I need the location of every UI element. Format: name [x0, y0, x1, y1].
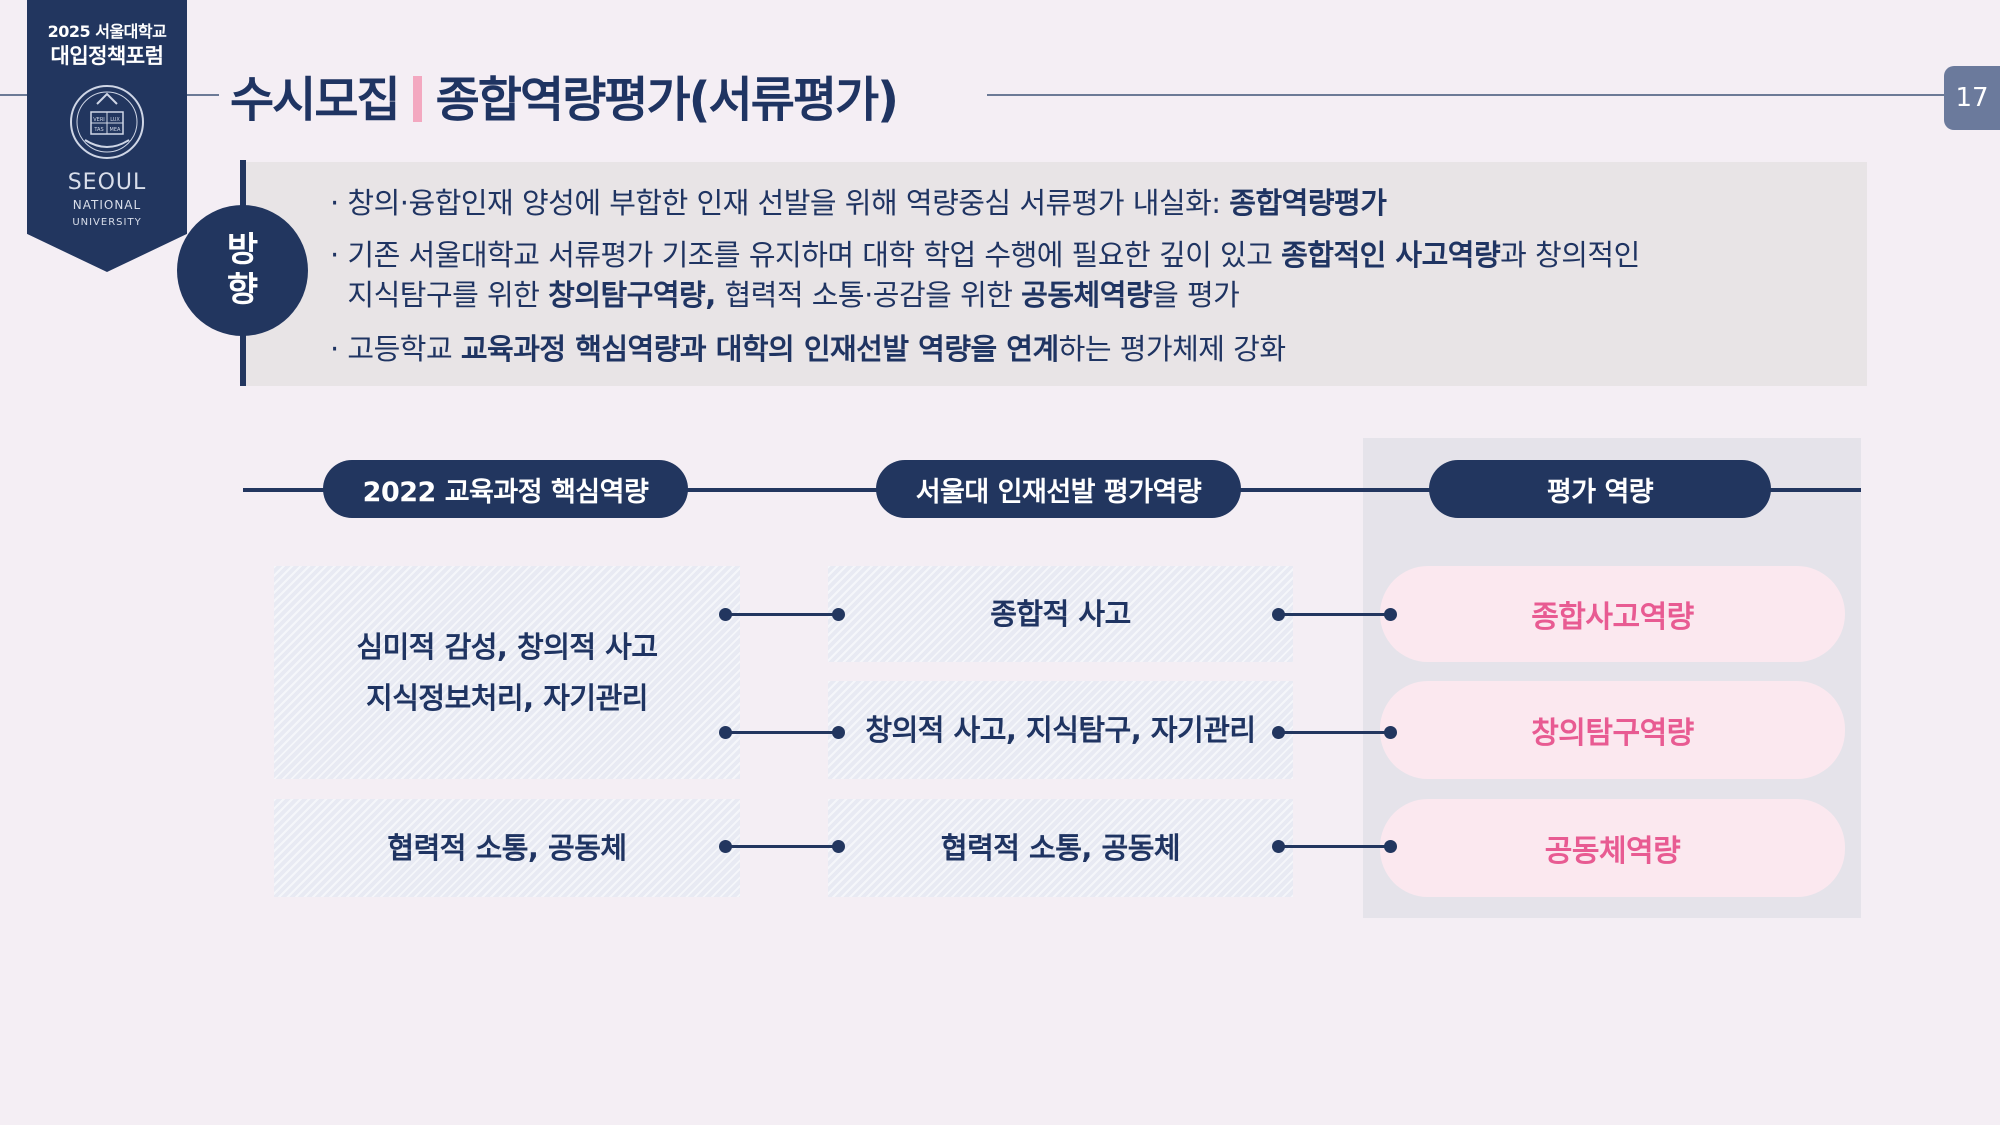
- connector-dot: [1272, 608, 1285, 621]
- direction-label-circle: 방 향: [177, 205, 308, 336]
- bullet-2-post: 과 창의적인: [1500, 238, 1640, 272]
- title-main: 수시모집: [230, 72, 401, 128]
- connector-dot: [1272, 726, 1285, 739]
- header-curriculum-competency: 2022 교육과정 핵심역량: [323, 460, 688, 518]
- bullet-1-text: · 창의·융합인재 양성에 부합한 인재 선발을 위해 역량중심 서류평가 내실…: [330, 186, 1230, 220]
- bullet-2c-mid: 협력적 소통·공감을 위한: [715, 278, 1022, 312]
- comprehensive-thinking-competency: 종합사고역량: [1380, 566, 1845, 662]
- connector-dot: [832, 726, 845, 739]
- direction-bullet-3: · 고등학교 교육과정 핵심역량과 대학의 인재선발 역량을 연계하는 평가체제…: [330, 326, 1286, 368]
- direction-label-bottom: 향: [226, 269, 259, 310]
- title-rule-right: [987, 94, 1945, 96]
- curriculum-cell-1-line1: 심미적 감성, 창의적 사고: [356, 629, 658, 664]
- connector-dot: [1384, 608, 1397, 621]
- bullet-2c-post: 을 평가: [1152, 278, 1240, 312]
- snu-cell-2: 창의적 사고, 지식탐구, 자기관리: [828, 681, 1293, 779]
- connector-dot: [1272, 840, 1285, 853]
- forum-name-text: 대입정책포럼: [50, 44, 164, 68]
- connector-c2-r1: [1279, 613, 1391, 616]
- title-rule-mid: [187, 94, 219, 96]
- curriculum-cell-1-line2: 지식정보처리, 자기관리: [366, 680, 648, 715]
- community-competency: 공동체역량: [1380, 799, 1845, 897]
- university-logo-badge: 2025 서울대학교 대입정책포럼 VERI LUX TAS MEA SEOUL…: [27, 0, 187, 272]
- bullet-1-bold: 종합역량평가: [1229, 186, 1387, 220]
- university-name-2: NATIONAL: [72, 198, 142, 212]
- page-title: 수시모집 종합역량평가(서류평가): [230, 60, 899, 130]
- bullet-2c-bold: 창의탐구역량,: [548, 278, 716, 312]
- direction-box: [245, 162, 1867, 386]
- connector-c2-r3: [1279, 845, 1391, 848]
- forum-year-text: 2025 서울대학교: [47, 22, 167, 41]
- connector-dot: [719, 608, 732, 621]
- bullet-3-text: · 고등학교: [330, 332, 461, 366]
- header-snu-selection-competency: 서울대 인재선발 평가역량: [876, 460, 1241, 518]
- bullet-2c-text: 지식탐구를 위한: [330, 278, 549, 312]
- snu-cell-1: 종합적 사고: [828, 566, 1293, 662]
- connector-dot: [832, 608, 845, 621]
- bullet-3-bold: 교육과정 핵심역량과 대학의 인재선발 역량을 연계: [460, 332, 1059, 366]
- title-sub: 종합역량평가(서류평가): [435, 72, 899, 128]
- university-name-1: SEOUL: [67, 170, 147, 195]
- university-emblem-icon: VERI LUX TAS MEA: [70, 85, 144, 159]
- connector-dot: [719, 840, 732, 853]
- snu-cell-3: 협력적 소통, 공동체: [828, 799, 1293, 897]
- curriculum-cell-2: 협력적 소통, 공동체: [274, 799, 740, 897]
- emblem-text-4: MEA: [110, 127, 121, 133]
- direction-bullet-2-cont: 지식탐구를 위한 창의탐구역량, 협력적 소통·공감을 위한 공동체역량을 평가: [330, 272, 1239, 314]
- connector-c1-r1: [726, 613, 838, 616]
- page-number-tab: 17: [1944, 66, 2000, 130]
- bullet-3-post: 하는 평가체제 강화: [1058, 332, 1286, 366]
- connector-dot: [1384, 840, 1397, 853]
- connector-c2-r2: [1279, 731, 1391, 734]
- header-evaluation-competency: 평가 역량: [1429, 460, 1771, 518]
- connector-c1-r2: [726, 731, 838, 734]
- bullet-2-bold: 종합적인 사고역량: [1281, 238, 1501, 272]
- university-name-3: UNIVERSITY: [72, 217, 142, 228]
- connector-dot: [1384, 726, 1397, 739]
- connector-c1-r3: [726, 845, 838, 848]
- emblem-text-1: VERI: [93, 117, 105, 123]
- direction-bullet-1: · 창의·융합인재 양성에 부합한 인재 선발을 위해 역량중심 서류평가 내실…: [330, 180, 1387, 222]
- direction-label-top: 방: [226, 230, 259, 271]
- emblem-text-3: TAS: [93, 127, 103, 133]
- bullet-2-text: · 기존 서울대학교 서류평가 기조를 유지하며 대학 학업 수행에 필요한 깊…: [330, 238, 1282, 272]
- creative-inquiry-competency: 창의탐구역량: [1380, 681, 1845, 779]
- connector-dot: [832, 840, 845, 853]
- direction-bullet-2: · 기존 서울대학교 서류평가 기조를 유지하며 대학 학업 수행에 필요한 깊…: [330, 232, 1640, 274]
- emblem-text-2: LUX: [110, 117, 120, 123]
- bullet-2c-bold2: 공동체역량: [1021, 278, 1153, 312]
- title-rule-left: [0, 94, 27, 96]
- title-divider: [412, 76, 422, 122]
- curriculum-cell-1: 심미적 감성, 창의적 사고 지식정보처리, 자기관리: [274, 566, 740, 779]
- connector-dot: [719, 726, 732, 739]
